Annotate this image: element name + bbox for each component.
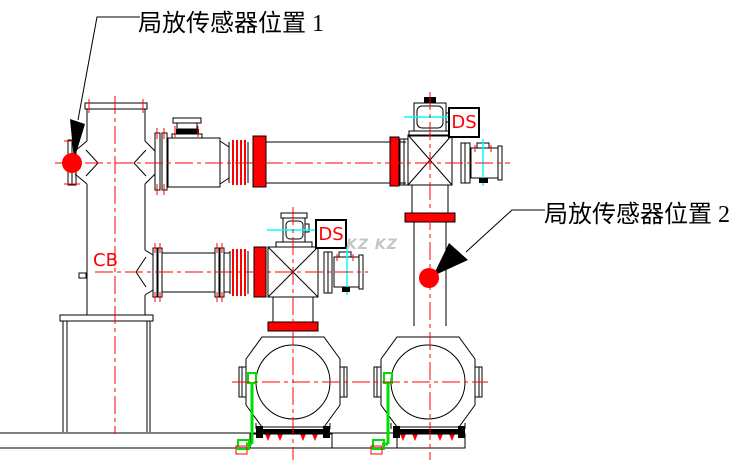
disconnector-motor-2 (267, 212, 319, 248)
cb-tag: CB (93, 250, 118, 271)
sensor-callout-label-2: 局放传感器位置 2 (544, 202, 730, 228)
top-busbar (167, 117, 406, 188)
ground-wire-left (235, 372, 257, 455)
ground-wire-right (370, 372, 393, 455)
watermark-text: KZ KZ (346, 237, 398, 253)
sensor-callout-label-1: 局放传感器位置 1 (138, 11, 324, 37)
mid-cross-junction (267, 212, 364, 332)
sensor-marker-2 (419, 209, 545, 288)
top-cross-junction (389, 97, 503, 326)
ds-tag-upper: DS (448, 107, 480, 138)
cb-tank (59, 314, 154, 432)
cb-column (64, 99, 168, 315)
sensor-marker-1 (62, 16, 140, 173)
ds-tag-lower: DS (315, 219, 347, 249)
breaker-tank-right (373, 336, 483, 449)
